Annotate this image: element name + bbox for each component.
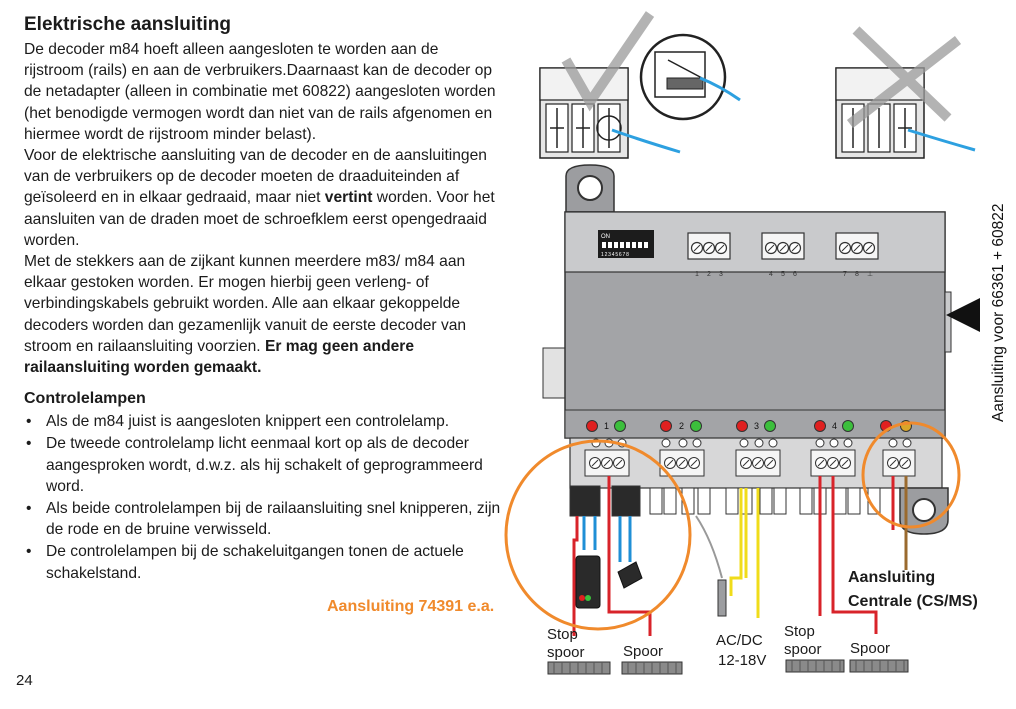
led-number: 2 — [679, 421, 684, 431]
terminal-number: 4 — [769, 271, 773, 278]
bottom-connector-strip — [569, 437, 943, 489]
top-terminal-4-6 — [761, 232, 805, 260]
mounting-ear-top — [565, 164, 615, 213]
top-terminal-7-ground — [835, 232, 879, 260]
paragraph-1: De decoder m84 hoeft alleen aangesloten … — [24, 41, 496, 143]
led-number: 1 — [604, 421, 609, 431]
list-item: •De tweede controlelamp licht eenmaal ko… — [26, 435, 483, 495]
label-spoor-1: Spoor — [623, 643, 663, 660]
bottom-terminal-2 — [659, 449, 705, 477]
text-column: Elektrische aansluiting De decoder m84 h… — [24, 14, 502, 585]
paragraph-3: Met de stekkers aan de zijkant kunnen me… — [24, 253, 467, 377]
highlight-circle-centrale — [861, 421, 961, 529]
label-spoor-2: Spoor — [850, 640, 890, 657]
label-centrale-line-1: Aansluiting — [848, 569, 935, 586]
label-acdc-line-2: 12-18V — [718, 652, 766, 669]
label-stop-spoor-1-line-1: Stop — [547, 626, 578, 643]
status-led-row — [586, 420, 912, 432]
wires — [572, 476, 908, 636]
terminal-number: 8 — [855, 271, 859, 278]
page-title: Elektrische aansluiting — [24, 14, 231, 35]
decoder-board: ON 12345678 — [542, 211, 952, 439]
page-number: 24 — [16, 672, 33, 689]
plug-row — [569, 485, 881, 517]
dip-switch-label: ON — [601, 234, 610, 240]
bullet-list: •Als de m84 juist is aangesloten knipper… — [24, 411, 502, 584]
label-stop-spoor-2-line-2: spoor — [784, 641, 822, 658]
led-number: 3 — [754, 421, 759, 431]
list-item: •De controlelampen bij de schakeluitgang… — [26, 543, 464, 582]
bottom-terminal-1 — [584, 449, 630, 477]
bottom-terminal-4 — [810, 449, 856, 477]
terminal-number: 5 — [781, 271, 785, 278]
dip-switch-numbers: 12345678 — [601, 252, 630, 258]
section-heading: Controlelampen — [24, 390, 146, 408]
label-stop-spoor-1-line-2: spoor — [547, 644, 585, 661]
led-number: 4 — [832, 421, 837, 431]
label-acdc-line-1: AC/DC — [716, 632, 763, 649]
terminal-correct-illustration — [539, 11, 741, 159]
list-item: •Als beide controlelampen bij de railaan… — [26, 500, 501, 539]
paragraph-2: Voor de elektrische aansluiting van de d… — [24, 147, 495, 249]
module-74391 — [575, 555, 643, 609]
power-plug — [717, 579, 727, 617]
label-stop-spoor-2-line-1: Stop — [784, 623, 815, 640]
terminal-number: 1 — [695, 271, 699, 278]
terminal-number: 3 — [719, 271, 723, 278]
highlight-circle-74391 — [504, 439, 692, 631]
arrow-marker-icon — [946, 298, 980, 332]
terminal-number: ⊥ — [867, 271, 873, 278]
label-centrale-line-2: Centrale (CS/MS) — [848, 593, 978, 610]
terminal-wrong-illustration — [835, 26, 976, 159]
terminal-number: 6 — [793, 271, 797, 278]
bottom-terminal-3 — [735, 449, 781, 477]
label-74391: Aansluiting 74391 e.a. — [327, 598, 494, 615]
list-item: •Als de m84 juist is aangesloten knipper… — [26, 413, 450, 431]
terminal-number: 2 — [707, 271, 711, 278]
bottom-terminal-centrale — [882, 449, 916, 477]
vertical-label: Aansluiting voor 66361 + 60822 — [990, 204, 1007, 422]
terminal-number: 7 — [843, 271, 847, 278]
top-terminal-1-3 — [687, 232, 731, 260]
